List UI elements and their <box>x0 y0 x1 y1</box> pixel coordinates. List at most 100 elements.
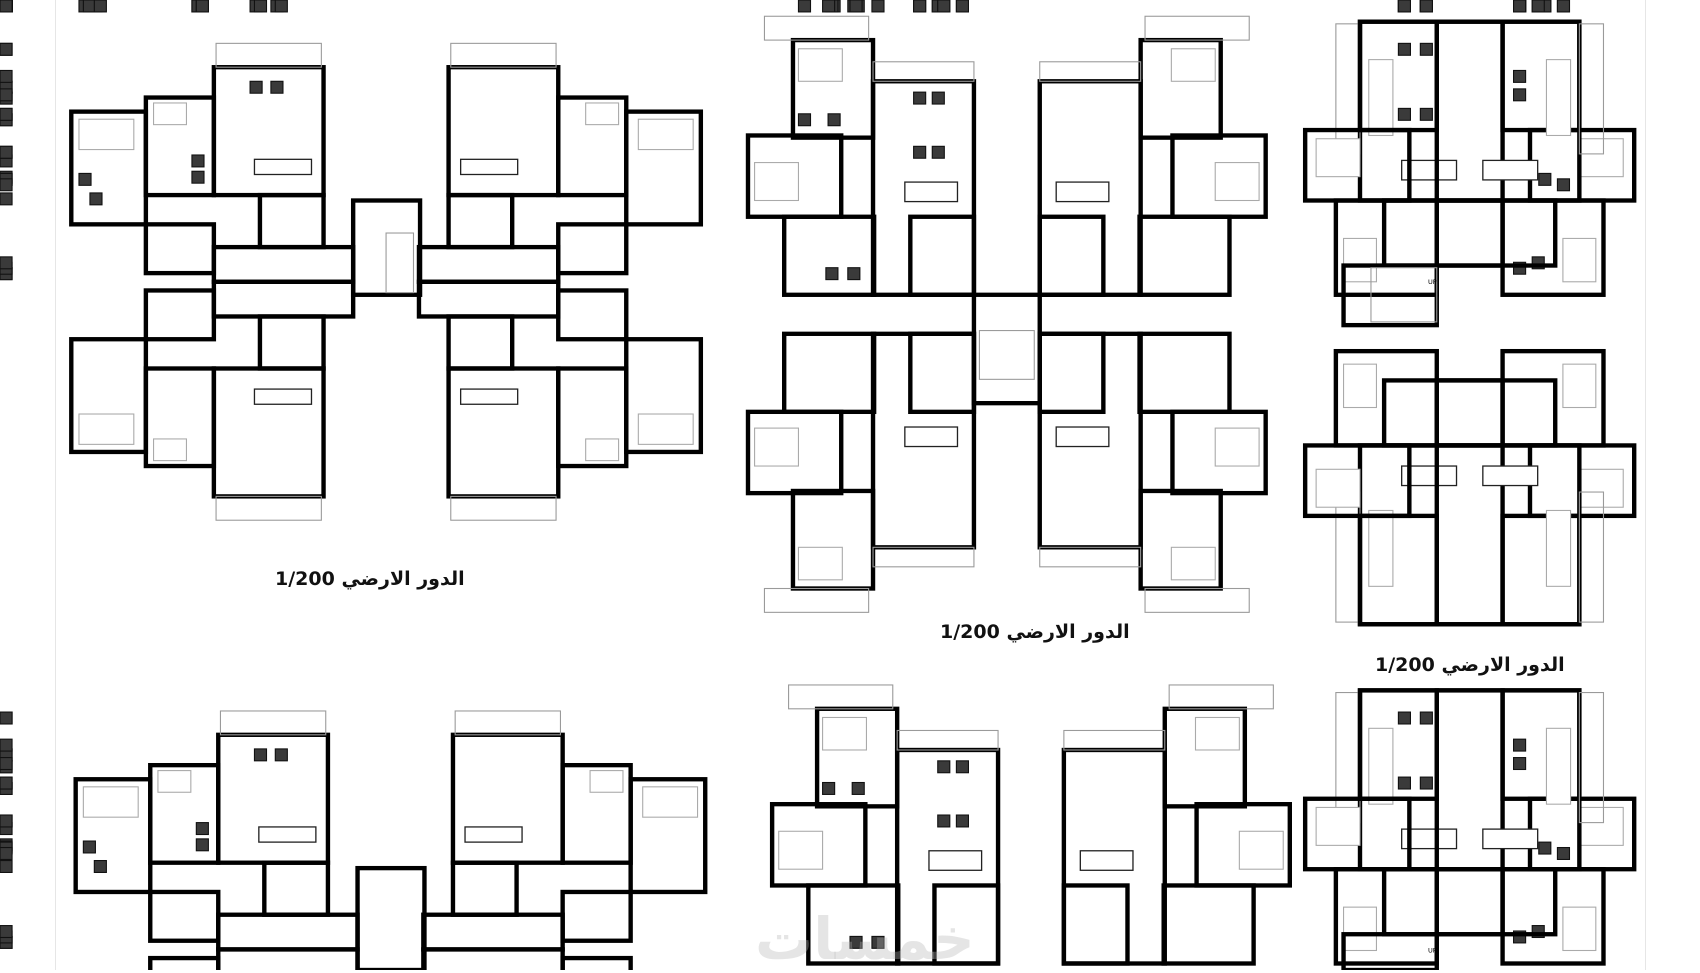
balcony-outline <box>385 232 415 294</box>
armchair <box>871 0 885 13</box>
armchair <box>93 859 107 874</box>
room-wall <box>211 65 326 198</box>
stair-up-marker: UP <box>1428 278 1437 286</box>
armchair <box>1397 107 1411 121</box>
armchair <box>0 925 13 939</box>
armchair <box>1538 172 1552 186</box>
armchair <box>1531 925 1545 939</box>
armchair <box>1419 711 1433 725</box>
armchair <box>827 113 841 127</box>
armchair <box>1419 42 1433 56</box>
armchair <box>913 145 927 159</box>
armchair <box>1513 261 1527 275</box>
dining-table <box>904 181 959 203</box>
room-wall <box>1037 331 1106 415</box>
balcony-outline <box>450 495 557 521</box>
bed <box>1578 806 1624 846</box>
bed <box>642 786 699 818</box>
bed <box>1545 509 1572 587</box>
armchair <box>955 760 969 774</box>
bed <box>1194 716 1240 751</box>
armchair <box>1419 107 1433 121</box>
armchair <box>0 42 13 56</box>
room-wall <box>216 947 360 970</box>
bed <box>1545 59 1572 137</box>
plan-c-caption: الدور الارضي 1/200 <box>1375 654 1565 676</box>
room-wall <box>556 288 629 342</box>
room-wall <box>908 331 977 415</box>
room-wall <box>1381 378 1505 448</box>
bed <box>778 830 824 870</box>
room-wall <box>257 192 326 250</box>
armchair <box>1531 256 1545 270</box>
balcony-outline <box>1039 546 1142 568</box>
armchair <box>1538 841 1552 855</box>
armchair <box>797 113 812 127</box>
bed <box>1315 806 1361 846</box>
balcony-outline <box>1144 587 1250 613</box>
armchair <box>847 267 861 281</box>
armchair <box>822 781 836 795</box>
room-wall <box>143 222 217 276</box>
armchair <box>931 145 945 159</box>
balcony-outline <box>1335 23 1361 155</box>
bed <box>153 102 187 126</box>
bed <box>153 438 187 462</box>
armchair <box>871 935 885 949</box>
bed <box>585 438 620 462</box>
armchair <box>1556 0 1571 13</box>
armchair <box>1397 776 1411 790</box>
armchair <box>249 80 263 94</box>
dining-table <box>1401 465 1458 487</box>
balcony-outline <box>1144 15 1250 41</box>
balcony-outline <box>215 495 322 521</box>
bed <box>1170 48 1216 82</box>
room-wall <box>446 314 515 371</box>
plan-a-caption: الدور الارضي 1/200 <box>275 568 465 590</box>
bed <box>797 48 843 82</box>
armchair <box>0 69 13 83</box>
bed <box>1562 906 1597 952</box>
bed <box>1562 237 1597 283</box>
room-wall <box>450 860 519 917</box>
armchair <box>0 757 13 771</box>
dining-table <box>1482 159 1539 181</box>
bed <box>1315 138 1361 178</box>
dining-table <box>1482 828 1539 850</box>
balcony-outline <box>1578 491 1605 623</box>
room-wall <box>350 198 423 297</box>
armchair <box>0 178 13 192</box>
bed <box>1578 138 1624 178</box>
armchair <box>1513 757 1527 771</box>
bed <box>637 118 694 151</box>
room-wall <box>216 912 360 952</box>
armchair <box>0 0 13 13</box>
room-wall <box>446 192 515 250</box>
armchair <box>1419 776 1433 790</box>
room-wall <box>1341 932 1439 970</box>
balcony-outline <box>763 15 870 41</box>
armchair <box>0 145 13 159</box>
room-wall <box>416 279 561 319</box>
balcony-outline <box>978 330 1035 380</box>
balcony-outline <box>1039 61 1142 82</box>
bed <box>1214 427 1260 467</box>
armchair <box>274 0 288 13</box>
stair-up-marker: UP <box>1428 947 1437 955</box>
armchair <box>822 0 836 13</box>
dining-table <box>459 158 519 176</box>
armchair <box>955 814 969 828</box>
armchair <box>849 0 863 13</box>
armchair <box>195 0 209 13</box>
room-wall <box>262 860 331 917</box>
bed <box>1578 468 1624 508</box>
armchair <box>1556 846 1571 860</box>
dining-table <box>253 158 313 176</box>
armchair <box>195 838 209 852</box>
room-wall <box>446 65 561 198</box>
armchair <box>253 0 268 13</box>
armchair <box>0 88 13 102</box>
balcony-outline <box>763 587 870 613</box>
room-wall <box>1381 198 1505 268</box>
armchair <box>937 0 951 13</box>
